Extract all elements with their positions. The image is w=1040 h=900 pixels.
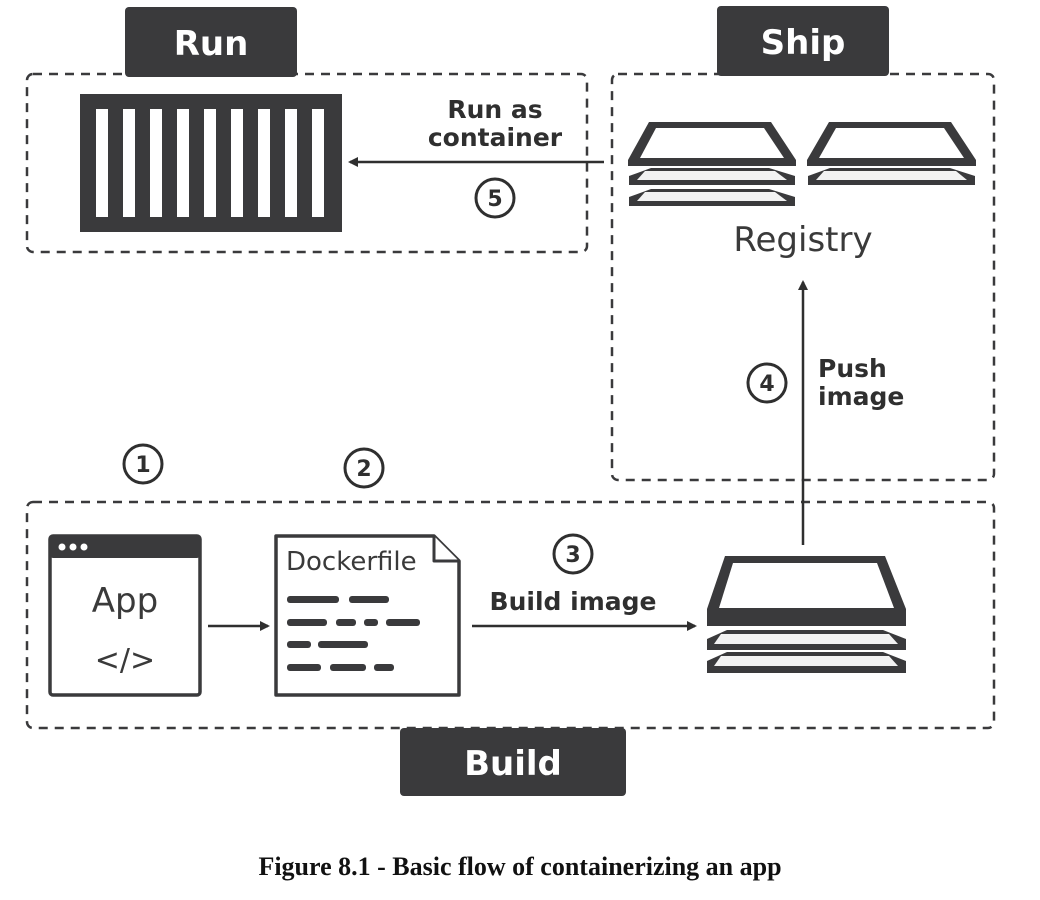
ship-tab-label: Ship [761, 23, 846, 63]
push-image-label-line2: image [818, 382, 904, 411]
build-image-label: Build image [490, 587, 657, 616]
step-5-badge: 5 [474, 177, 516, 219]
registry-image-stack-right-icon [807, 122, 976, 185]
registry-label: Registry [733, 220, 872, 260]
dockerfile-document-icon [274, 534, 461, 697]
dockerfile-label: Dockerfile [286, 547, 417, 577]
svg-text:2: 2 [356, 457, 371, 482]
svg-text:4: 4 [759, 372, 774, 397]
svg-text:3: 3 [565, 543, 580, 568]
figure-caption: Figure 8.1 - Basic flow of containerizin… [258, 852, 782, 881]
push-image-label-line1: Push [818, 354, 887, 383]
run-as-container-label-line1: Run as [447, 95, 542, 124]
build-tab-label: Build [464, 744, 562, 784]
app-window-icon [48, 534, 202, 697]
registry-image-stack-left-icon [628, 122, 796, 206]
run-as-container-label-line2: container [428, 123, 563, 152]
container-icon [80, 94, 342, 232]
svg-text:5: 5 [487, 187, 502, 212]
run-tab-label: Run [174, 24, 249, 64]
step-4-badge: 4 [746, 362, 788, 404]
app-label: App [92, 581, 158, 621]
run-tab: Run [125, 7, 297, 77]
step-1-badge: 1 [122, 443, 164, 485]
built-image-stack-icon [707, 556, 906, 673]
svg-text:1: 1 [135, 453, 150, 478]
ship-tab: Ship [717, 6, 889, 76]
step-3-badge: 3 [552, 533, 594, 575]
step-2-badge: 2 [343, 447, 385, 489]
code-symbol: </> [95, 643, 155, 678]
build-tab: Build [400, 728, 626, 796]
